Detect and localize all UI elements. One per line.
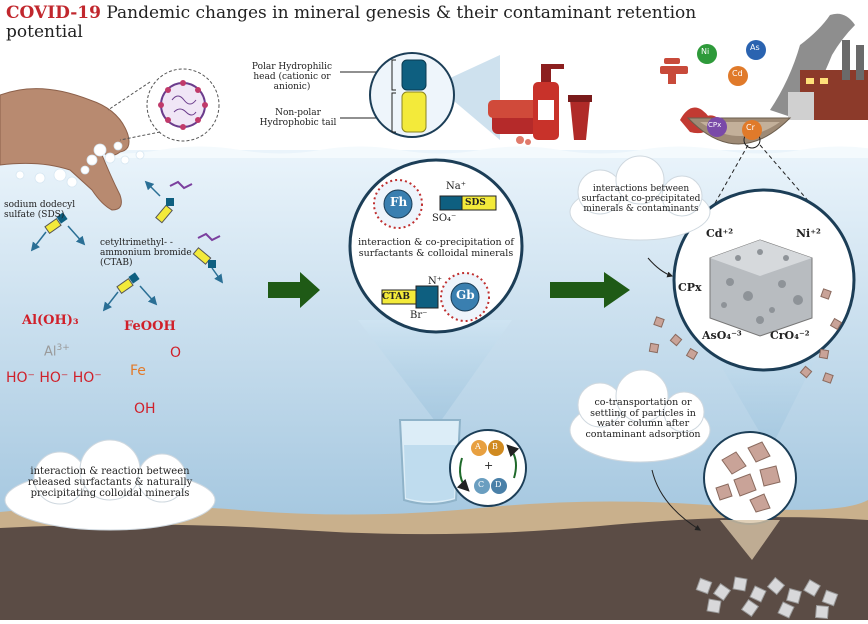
aloh3-label: Al(OH)₃ <box>22 313 79 328</box>
sds-molecule-1 <box>30 212 86 252</box>
al-ion: Al <box>44 344 57 360</box>
as-bubble <box>746 40 766 60</box>
cpx-bubble <box>707 117 727 137</box>
cpx-label: CPx <box>678 281 702 294</box>
cd-bubble-label: Cd <box>732 69 743 78</box>
arrow-right-2 <box>550 272 630 308</box>
gb-micelle <box>440 272 490 322</box>
factory-icon <box>788 40 868 120</box>
arrow-right-1 <box>268 272 320 308</box>
cr-bubble <box>742 120 762 140</box>
al-charge: 3+ <box>56 343 70 353</box>
bubble-b-label: B <box>492 442 498 451</box>
faucet-icon <box>660 58 688 84</box>
virus-icon <box>146 68 220 142</box>
o-label: O <box>170 345 182 361</box>
feooh-label: FeOOH <box>124 319 176 334</box>
left-cloud-text: interaction & reaction between released … <box>27 466 193 500</box>
cloud-right-top <box>569 155 711 241</box>
surfactant-zoom-funnel <box>435 55 500 140</box>
fh-label: Fh <box>390 195 408 209</box>
bubble-d <box>491 478 507 494</box>
bubble-d-label: D <box>495 480 502 489</box>
beaker-icon <box>398 419 462 505</box>
bubble-b <box>488 440 504 456</box>
page-title: COVID-19 Pandemic changes in mineral gen… <box>6 3 706 43</box>
right-cloud-bottom-text: co-transportation or settling of particl… <box>585 397 701 440</box>
cloud-right-bottom <box>569 369 711 463</box>
cloud-left <box>4 439 216 531</box>
ni-bubble-label: Ni <box>701 47 710 56</box>
sediment-layer <box>0 517 868 620</box>
bubble-c <box>474 478 490 494</box>
title-prefix: COVID-19 <box>6 3 101 23</box>
n-plus-label: N⁺ <box>428 276 443 287</box>
soap-foam <box>15 141 145 188</box>
ctab-label: cetyltrimethyl- -ammonium bromide (CTAB) <box>100 238 192 269</box>
settling-particles <box>715 441 781 513</box>
cpx-bubble-label: CPx <box>708 121 722 129</box>
so4-label: SO₄⁻ <box>432 213 457 224</box>
center-zoom-funnel <box>358 320 512 425</box>
tail-label: Non-polar Hydrophobic tail <box>259 108 337 129</box>
sds-label: sodium dodecyl sulfate (SDS) <box>4 200 76 221</box>
water-surface <box>0 146 868 158</box>
sediment-funnel <box>720 520 780 560</box>
soap-products-icon <box>488 64 592 145</box>
ctab-molecule-2 <box>169 180 224 284</box>
porous-mineral-cube <box>709 239 813 337</box>
br-label: Br⁻ <box>410 310 428 321</box>
settled-particles <box>695 576 839 620</box>
aso4-label: AsO₄⁻³ <box>702 329 742 342</box>
ni-bubble <box>697 44 717 64</box>
falling-particles <box>648 288 843 384</box>
sds-molecule-2 <box>144 180 174 224</box>
na-label: Na⁺ <box>446 181 466 192</box>
cd-bubble <box>728 66 748 86</box>
bubble-a-label: A <box>475 442 481 451</box>
plus-label: + <box>484 459 494 472</box>
bubble-a <box>471 440 487 456</box>
as-bubble-label: As <box>750 43 760 52</box>
surfactant-tail <box>401 91 427 133</box>
gb-label: Gb <box>456 288 475 302</box>
center-caption: interaction & co-precipitation of surfac… <box>358 237 514 259</box>
cro4-label: CrO₄⁻² <box>770 329 810 342</box>
title-rest: Pandemic changes in mineral genesis & th… <box>6 3 697 43</box>
bubble-c-label: C <box>478 480 485 489</box>
fe-label: Fe <box>130 363 146 379</box>
cd-label: Cd⁺² <box>706 227 734 240</box>
right-cloud-top-text: interactions between surfactant co-preci… <box>581 184 701 215</box>
ni-label: Ni⁺² <box>796 227 821 240</box>
ctab-molecule-1 <box>102 272 158 312</box>
ctab-box-label: CTAB <box>382 292 410 302</box>
cr-bubble-label: Cr <box>746 123 755 132</box>
oh-label: OH <box>134 401 156 417</box>
al-ion-label: Al3+ <box>44 343 70 360</box>
head-label: Polar Hydrophilic head (cationic or anio… <box>251 62 333 93</box>
hydroxide-label: HO⁻ HO⁻ HO⁻ <box>6 370 102 386</box>
fh-micelle <box>373 179 423 229</box>
sds-box-label: SDS <box>465 198 486 208</box>
surfactant-head <box>401 59 427 91</box>
